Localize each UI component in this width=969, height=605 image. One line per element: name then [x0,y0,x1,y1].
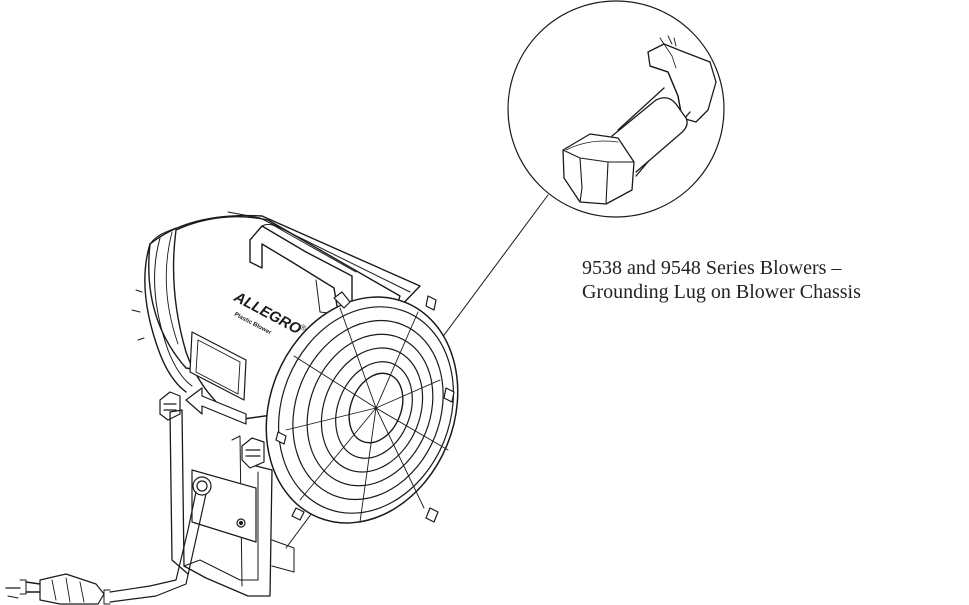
instruction-label-panel [189,331,247,401]
power-cord [103,491,207,605]
grounding-lug-bolt-icon [562,35,717,205]
front-wire-guard [265,291,459,524]
housing-clamp-left [159,391,181,421]
detail-magnifier [285,0,725,549]
housing-clamp-right [241,437,265,469]
airflow-arrow-icon [185,387,247,425]
caption-line-2: Grounding Lug on Blower Chassis [582,281,861,303]
blower-unit: ALLEGRO ® Plastic Blower [5,211,459,605]
electrical-junction-box [191,469,257,543]
caption-line-1: 9538 and 9548 Series Blowers – [582,257,842,279]
figure-caption: 9538 and 9548 Series Blowers – Grounding… [582,256,967,304]
cord-grip-icon [192,476,212,496]
power-plug-icon [5,573,105,605]
brand-registered-mark: ® [298,322,308,333]
grounding-lug-location-icon [236,518,246,528]
